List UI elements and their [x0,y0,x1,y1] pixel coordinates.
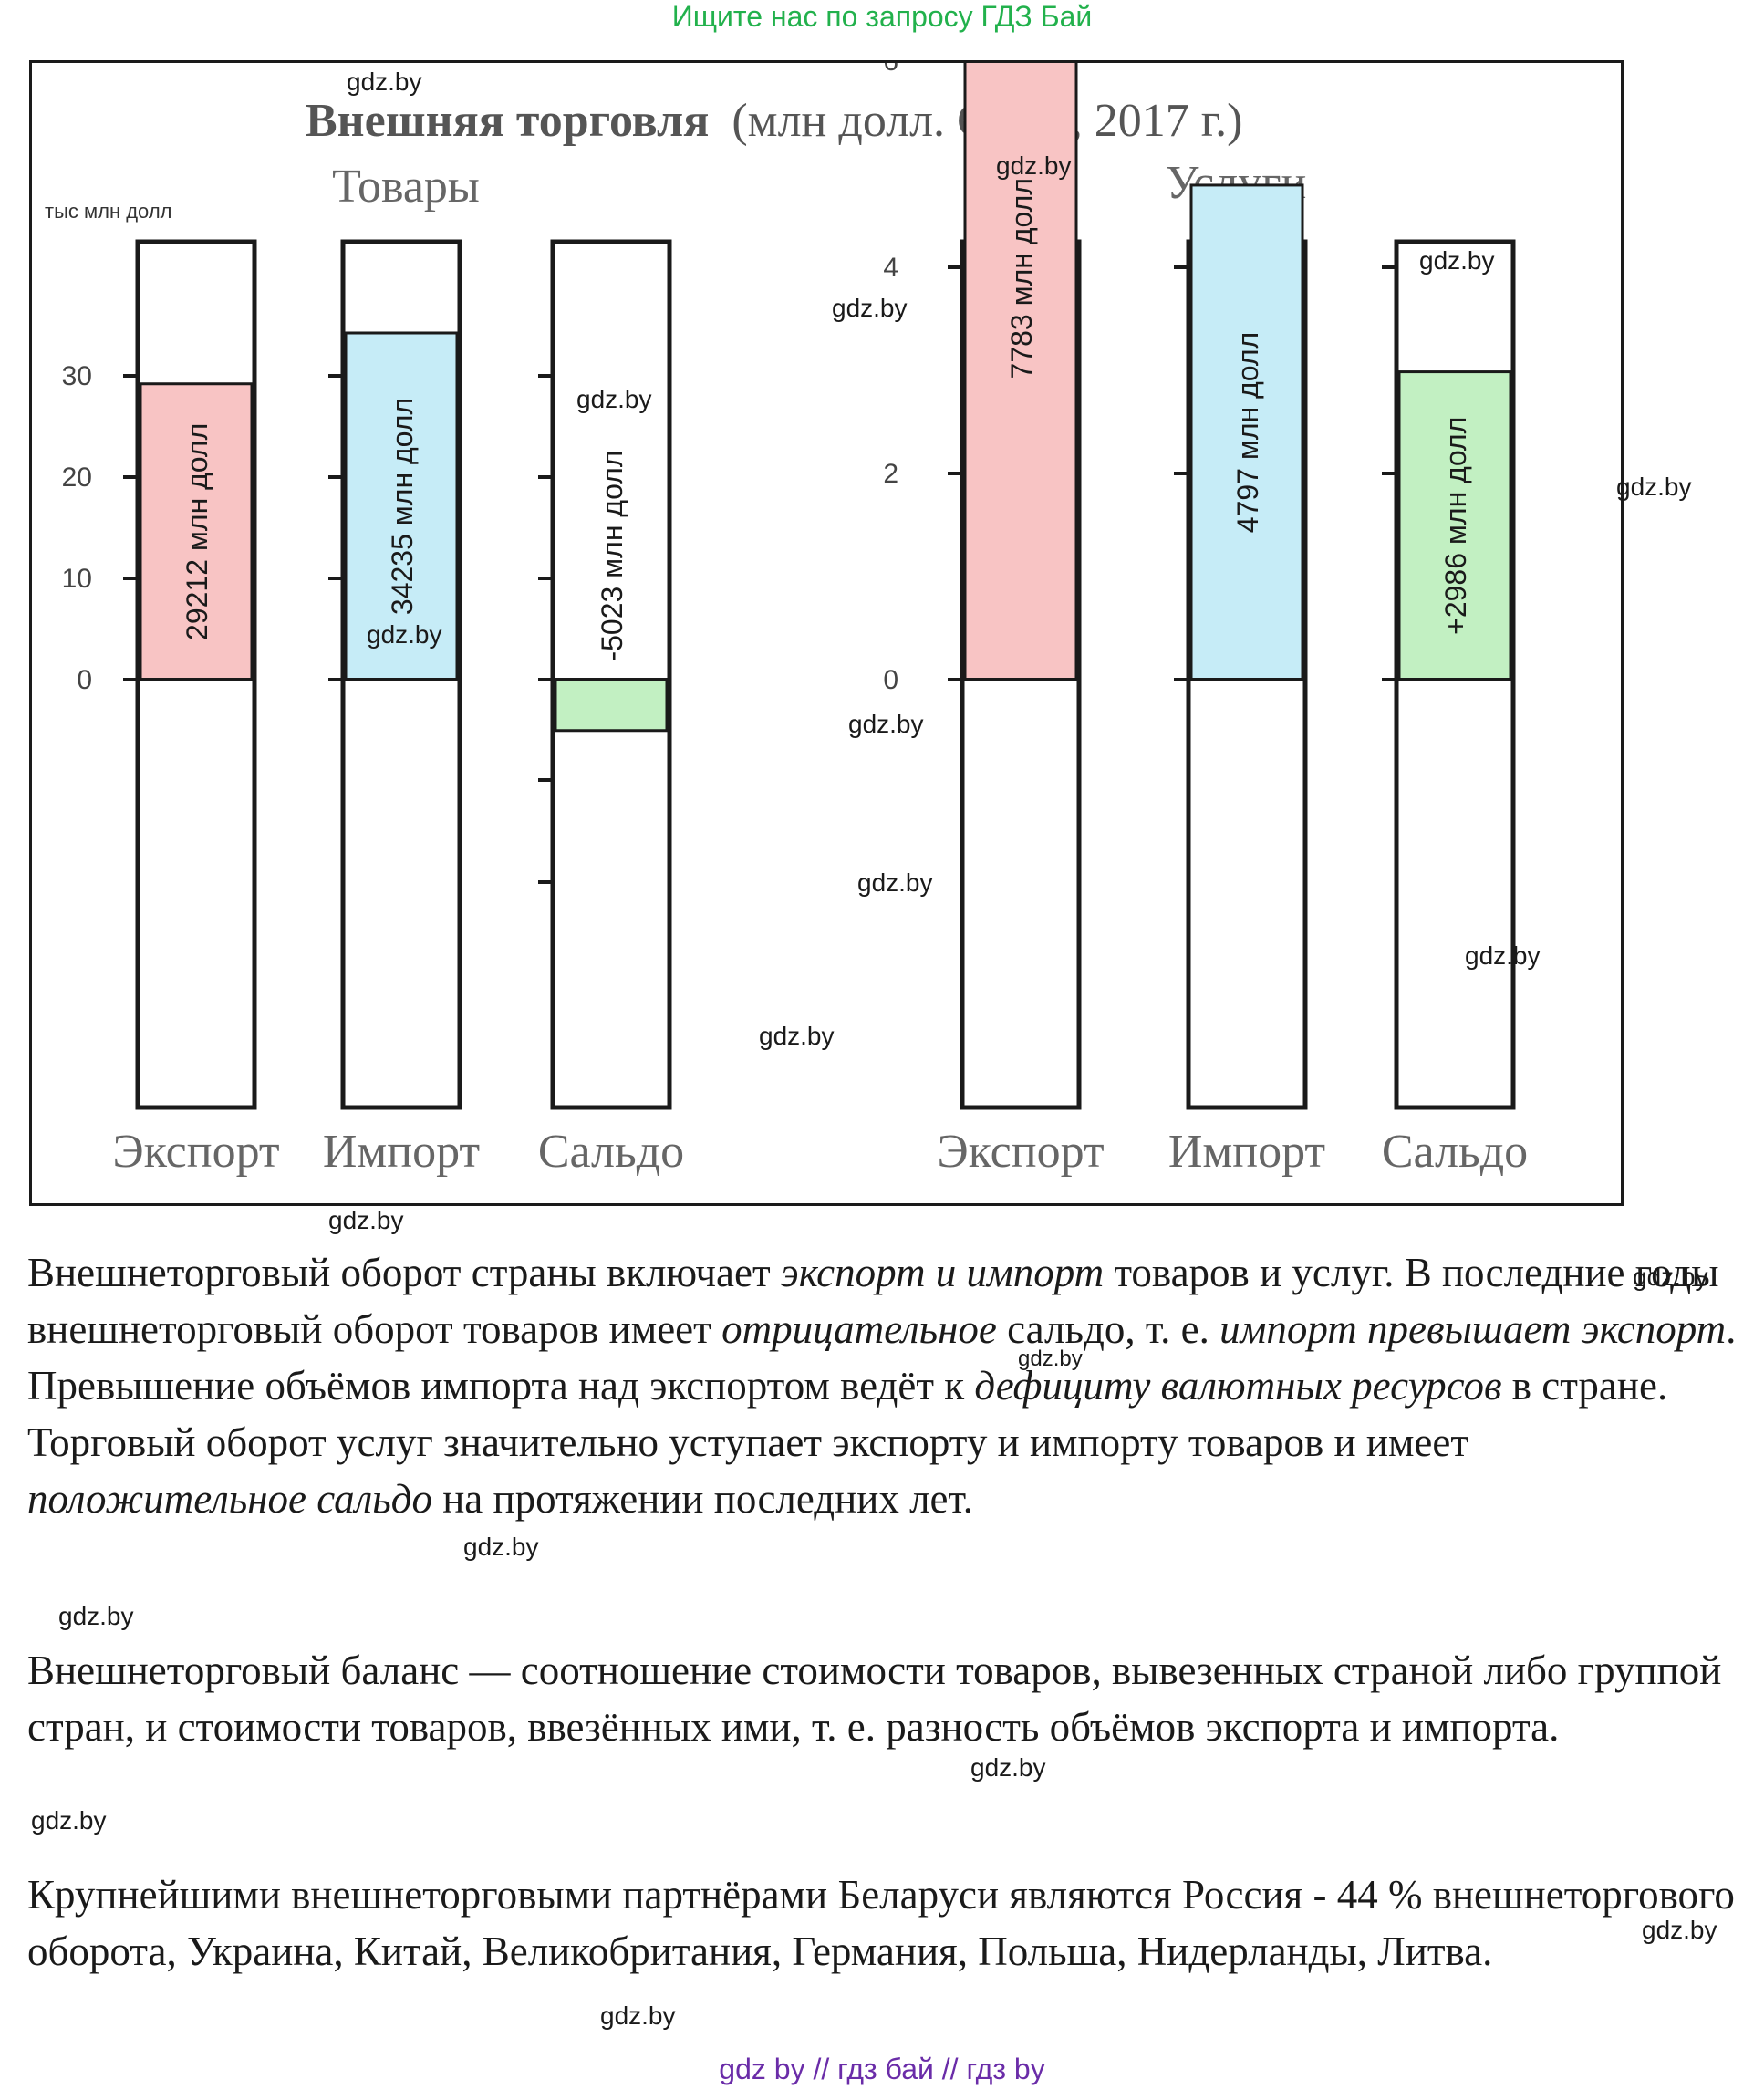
watermark: gdz.by [970,1753,1046,1782]
bar-data-label: 7783 млн долл [1005,178,1038,379]
emphasis-text: положительное сальдо [27,1476,432,1522]
bar-value [1397,370,1512,681]
watermark: gdz.by [367,620,442,649]
bar-outline [550,239,672,1110]
watermark: gdz.by [1465,941,1541,970]
watermark: gdz.by [1419,246,1495,275]
bar-value [963,63,1078,681]
bar-data-label: -5023 млн долл [596,450,628,660]
paragraph-text: . Превышение объёмов импорта над экспорт… [27,1306,1737,1409]
emphasis-text: импорт превышает экспорт [1219,1306,1727,1352]
tick-label: 0 [883,665,898,695]
paragraph-text: на протяжении последних лет. [431,1476,974,1522]
paragraph-partners: Крупнейшими внешнеторговыми партнёрами Б… [27,1872,1735,1974]
tick-label: 4 [883,253,898,283]
chart-frame: Внешняя торговля (млн долл. США, 2017 г.… [29,60,1624,1206]
category-label: Экспорт [937,1126,1104,1178]
emphasis-text: отрицательное [721,1306,997,1352]
chart-title: Внешняя торговля (млн долл. США, 2017 г.… [306,95,1243,147]
bar-data-label: 29212 млн долл [181,423,213,640]
category-label: Импорт [323,1126,480,1178]
footer-links: gdz by // гдз бай // гдз by [719,2053,1045,2085]
bar-value [554,678,669,733]
group-title: Товары [332,161,480,213]
bar-data-label: 4797 млн долл [1231,332,1264,533]
watermark: gdz.by [1642,1916,1717,1944]
watermark: gdz.by [347,68,422,96]
watermark: gdz.by [463,1533,539,1561]
category-label: Импорт [1168,1126,1325,1178]
bar-value [344,331,459,681]
paragraph-trade-balance: Внешнеторговый баланс — соотношение стои… [27,1648,1722,1750]
watermark: gdz.by [576,385,652,413]
paragraph-text: сальдо, т. е. [996,1306,1220,1352]
bar-value [1189,183,1304,681]
tick-label: 20 [62,463,92,493]
emphasis-text: экспорт и импорт [780,1250,1105,1295]
tick-label: 10 [62,564,92,594]
bar-data-label: +2986 млн долл [1439,417,1472,635]
watermark: gdz.by [857,868,933,897]
bar-data-label: 34235 млн долл [386,398,419,615]
paragraph-text: в стране. Торговый оборот услуг значител… [27,1363,1668,1465]
watermark: gdz.by [848,710,924,738]
paragraph-text: товаров и услуг. В последние годы внешне… [27,1250,1719,1352]
watermark: gdz.by [832,294,908,322]
watermark: gdz.by [996,151,1072,180]
watermark: gdz.by [1633,1263,1708,1291]
bar-value [139,382,254,681]
watermark: gdz.by [600,2001,676,2030]
watermark: gdz.by [1018,1346,1083,1371]
tick-label: 2 [883,459,898,489]
watermark: gdz.by [328,1206,404,1234]
chart-title-main: Внешняя торговля [306,95,709,147]
category-label: Экспорт [112,1126,279,1178]
category-label: Сальдо [538,1126,684,1178]
top-banner: Ищите нас по запросу ГДЗ Бай [671,0,1093,33]
watermark: gdz.by [31,1806,107,1835]
tick-label: 0 [77,665,92,695]
unit-label: тыс млн долл [45,200,172,223]
watermark: gdz.by [1616,473,1692,501]
category-label: Сальдо [1382,1126,1528,1178]
emphasis-text: дефициту валютных ресурсов [974,1363,1502,1409]
tick-label: 6 [883,63,898,77]
paragraph-trade-turnover: Внешнеторговый оборот страны включает эк… [27,1244,1742,1527]
trade-chart: Внешняя торговля (млн долл. США, 2017 г.… [45,63,1528,1178]
tick-label: 30 [62,361,92,391]
watermark: gdz.by [58,1602,134,1630]
paragraph-text: Внешнеторговый оборот страны включает [27,1250,781,1295]
watermark: gdz.by [759,1022,835,1050]
